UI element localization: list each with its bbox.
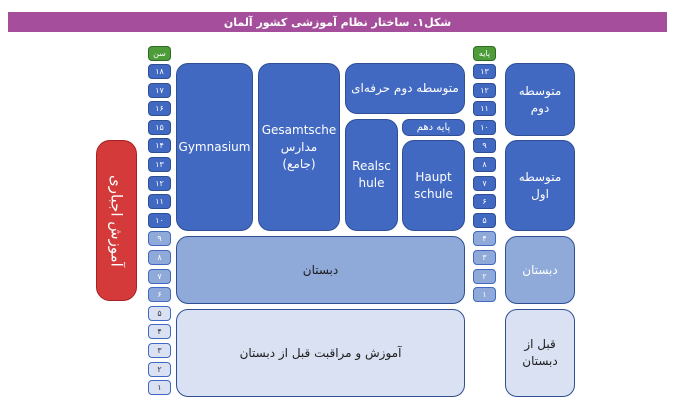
age-13: ۱۳ — [148, 157, 171, 172]
age-1: ۱ — [148, 380, 171, 396]
grade-5: ۵ — [473, 212, 496, 228]
grade-2: ۲ — [473, 268, 496, 284]
grade10-box: پایه دهم — [402, 119, 465, 136]
grade-8: ۸ — [473, 157, 496, 172]
grade-1: ۱ — [473, 287, 496, 303]
secondary2-box: متوسطه دوم — [505, 63, 575, 136]
secondary2-label-2: دوم — [530, 100, 550, 115]
grade-header: پایه — [473, 46, 496, 61]
figure-title: شکل۱. ساختار نظام آموزشی کشور آلمان — [8, 12, 667, 32]
grade-9: ۹ — [473, 138, 496, 154]
secondary1-label-2: اول — [531, 186, 549, 201]
grade10-label: پایه دهم — [416, 122, 451, 133]
age-16: ۱۶ — [148, 101, 171, 117]
secondary1-box: متوسطه اول — [505, 140, 575, 231]
right-preschool-label-2: دبستان — [522, 354, 558, 368]
grade-6: ۶ — [473, 194, 496, 210]
age-3: ۳ — [148, 343, 171, 358]
age-18: ۱۸ — [148, 64, 171, 79]
secondary1-label-1: متوسطه — [518, 169, 562, 184]
grade-7: ۷ — [473, 175, 496, 191]
gesamtschule-box: Gesamtsche مدارس (جامع) — [258, 63, 340, 231]
vocational-secondary-box: متوسطه دوم حرفه‌ای — [345, 63, 465, 114]
grade-4: ۴ — [473, 231, 496, 247]
age-15: ۱۵ — [148, 119, 171, 135]
age-12: ۱۲ — [148, 175, 171, 191]
age-11: ۱۱ — [148, 194, 171, 210]
primary-label: دبستان — [302, 262, 339, 277]
realschule-label-2: hule — [358, 176, 385, 190]
right-primary-label: دبستان — [522, 262, 558, 277]
grade-13: ۱۳ — [473, 64, 496, 79]
age-8: ۸ — [148, 250, 171, 265]
gesamtschule-label-1: Gesamtsche — [261, 122, 337, 137]
age-header: سن — [148, 46, 171, 61]
realschule-box: Realsc hule — [345, 119, 398, 231]
realschule-label-1: Realsc — [352, 159, 391, 173]
compulsory-education-bar: آموزش اجباری — [96, 140, 137, 301]
vocational-secondary-label: متوسطه دوم حرفه‌ای — [351, 81, 459, 95]
gesamtschule-label-3: (جامع) — [282, 156, 316, 171]
hauptschule-box: Haupt schule — [402, 140, 465, 231]
grade-3: ۳ — [473, 250, 496, 265]
age-4: ۴ — [148, 324, 171, 340]
age-6: ۶ — [148, 287, 171, 303]
right-preschool-box: قبل از دبستان — [505, 309, 575, 397]
secondary2-label-1: متوسطه — [518, 83, 562, 98]
hauptschule-label-2: schule — [414, 186, 453, 201]
gymnasium-label: Gymnasium — [178, 139, 251, 154]
age-10: ۱۰ — [148, 212, 171, 228]
preschool-box: آموزش و مراقبت قبل از دبستان — [176, 309, 465, 397]
grade-12: ۱۲ — [473, 82, 496, 98]
gesamtschule-label-2: مدارس — [280, 139, 318, 154]
compulsory-education-label: آموزش اجباری — [107, 174, 126, 267]
right-preschool-label-1: قبل از — [524, 337, 556, 351]
right-primary-box: دبستان — [505, 236, 575, 304]
age-17: ۱۷ — [148, 82, 171, 98]
grade-10: ۱۰ — [473, 119, 496, 135]
primary-box: دبستان — [176, 236, 465, 304]
age-9: ۹ — [148, 231, 171, 247]
age-7: ۷ — [148, 268, 171, 284]
preschool-label: آموزش و مراقبت قبل از دبستان — [239, 345, 402, 360]
age-14: ۱۴ — [148, 138, 171, 154]
grade-11: ۱۱ — [473, 101, 496, 117]
hauptschule-label-1: Haupt — [415, 169, 452, 184]
gymnasium-box: Gymnasium — [176, 63, 253, 231]
age-5: ۵ — [148, 305, 171, 321]
age-2: ۲ — [148, 361, 171, 377]
